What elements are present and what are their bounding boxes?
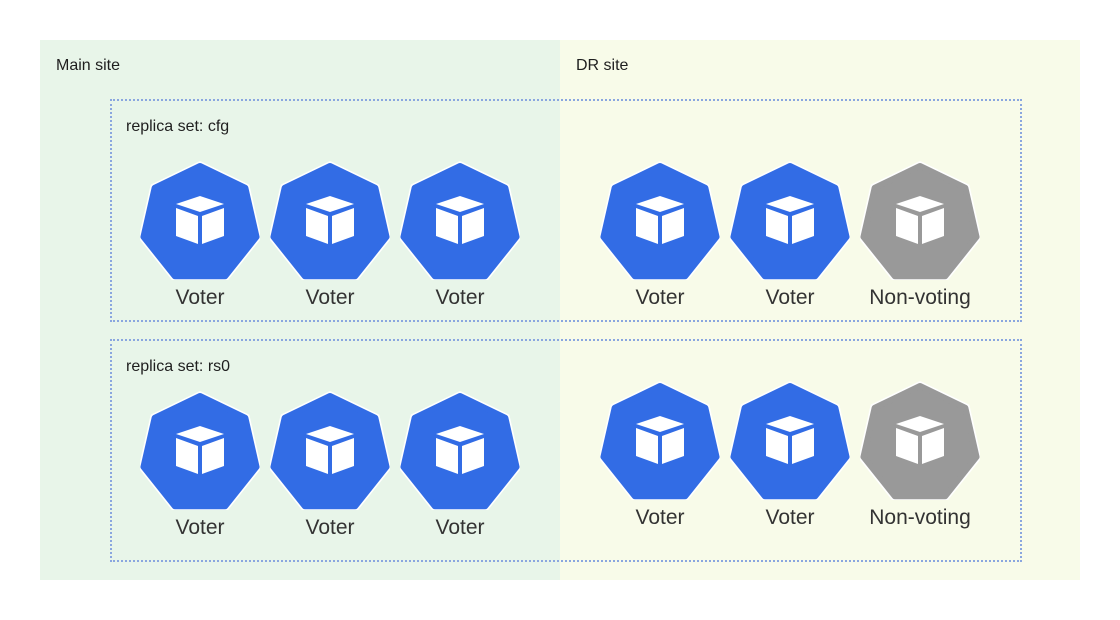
node-label: Voter: [635, 506, 685, 529]
node-label: Voter: [305, 286, 355, 309]
main-site-label: Main site: [56, 57, 121, 74]
pod-heptagon-icon: [140, 391, 260, 510]
node-cfg-5: Voter: [730, 160, 850, 310]
node-label: Non-voting: [869, 286, 971, 309]
node-cfg-6: Non-voting: [860, 160, 980, 310]
replica-set-cfg-label: replica set: cfg: [126, 118, 230, 135]
pod-heptagon-icon: [860, 161, 980, 280]
node-cfg-1: Voter: [140, 160, 260, 310]
node-label: Voter: [765, 506, 815, 529]
pod-heptagon-icon: [600, 381, 720, 500]
replica-set-rs0-box: replica set: rs0: [110, 339, 1022, 562]
pod-heptagon-icon: [140, 161, 260, 280]
pod-heptagon-icon: [730, 161, 850, 280]
node-label: Voter: [305, 516, 355, 539]
node-label: Voter: [765, 286, 815, 309]
pod-heptagon-icon: [860, 381, 980, 500]
replica-set-rs0-label: replica set: rs0: [126, 358, 231, 375]
pod-heptagon-icon: [600, 161, 720, 280]
node-rs0-2: Voter: [270, 390, 390, 540]
node-cfg-3: Voter: [400, 160, 520, 310]
pod-heptagon-icon: [270, 161, 390, 280]
node-label: Voter: [635, 286, 685, 309]
node-label: Voter: [175, 286, 225, 309]
dr-site-label: DR site: [576, 57, 629, 74]
pod-heptagon-icon: [270, 391, 390, 510]
pod-heptagon-icon: [400, 391, 520, 510]
node-label: Voter: [175, 516, 225, 539]
node-label: Voter: [435, 286, 485, 309]
replica-set-cfg-box: replica set: cfg: [110, 99, 1022, 322]
node-rs0-5: Voter: [730, 380, 850, 530]
node-rs0-6: Non-voting: [860, 380, 980, 530]
node-label: Non-voting: [869, 506, 971, 529]
node-label: Voter: [435, 516, 485, 539]
node-cfg-4: Voter: [600, 160, 720, 310]
pod-heptagon-icon: [400, 161, 520, 280]
node-rs0-3: Voter: [400, 390, 520, 540]
node-cfg-2: Voter: [270, 160, 390, 310]
node-rs0-1: Voter: [140, 390, 260, 540]
node-rs0-4: Voter: [600, 380, 720, 530]
pod-heptagon-icon: [730, 381, 850, 500]
